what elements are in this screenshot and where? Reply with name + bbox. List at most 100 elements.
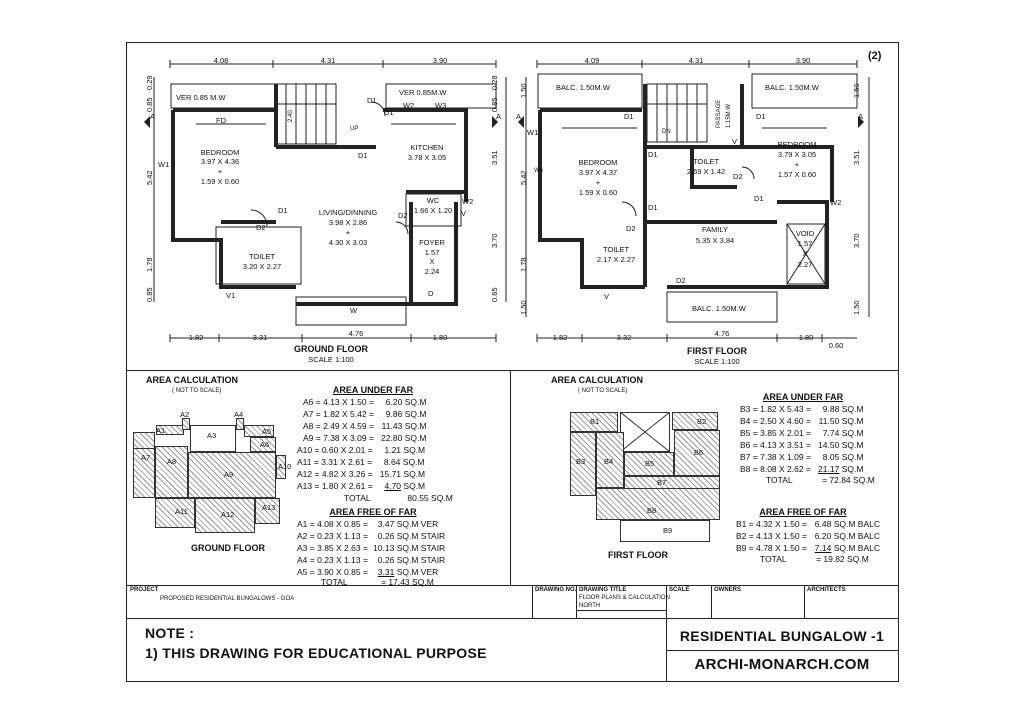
- gf-tag-stair-dim: 2.40: [288, 110, 294, 122]
- tb-north-label: NORTH: [579, 603, 601, 609]
- ff-room-balc-left: BALC. 1.50M.W: [556, 83, 610, 92]
- tb-drawing-title-value: FLOOR PLANS & CALCULATION: [579, 595, 670, 601]
- af-under-row: B8 = 8.08 X 2.62 = 21.17 SQ.M: [740, 464, 864, 474]
- ff-tag-d1-f: D2: [676, 276, 686, 285]
- tb-divider-4: [711, 585, 712, 618]
- sheet-number: (2): [868, 50, 882, 62]
- gf-tag-d2-a: D2: [256, 223, 266, 232]
- tb-divider-5: [804, 585, 805, 618]
- ag-free-total: TOTAL = 17.43 SQ.M: [321, 577, 434, 587]
- ff-bot-dim-1: 1.82: [552, 333, 568, 342]
- gf-tag-a-left: A: [150, 112, 156, 121]
- ag-label-a11: A11: [175, 507, 188, 516]
- ff-bot-dim-5: 0.60: [828, 341, 844, 350]
- ag-label-a4: A4: [234, 410, 244, 419]
- tb-drawing-title-label: DRAWING TITLE: [579, 587, 627, 593]
- gf-top-dim-1: 4.08: [213, 56, 229, 65]
- ground-floor-plan: [144, 60, 507, 342]
- ag-label-a1: A1: [156, 426, 166, 435]
- ff-plan-title: FIRST FLOOR: [687, 346, 747, 356]
- ff-tag-v-a: V: [732, 137, 738, 146]
- ff-left-dim-3: 1.78: [519, 257, 528, 272]
- ag-under-row: A10 = 0.60 X 2.01 = 1.21 SQ.M: [297, 445, 426, 455]
- gf-room-wc-size: 1.66 X 1.20: [413, 206, 453, 215]
- gf-tag-w2-b: W2: [462, 197, 474, 206]
- ag-label-a13: A13: [262, 503, 276, 512]
- af-label-b5: B5: [645, 459, 655, 468]
- gf-right-dim-4: 3.70: [490, 233, 499, 248]
- note-line-1: 1) THIS DRAWING FOR EDUCATIONAL PURPOSE: [145, 645, 487, 661]
- ff-room-passage: PASSAGE: [716, 99, 722, 128]
- gf-top-dim-2: 4.31: [320, 56, 336, 65]
- af-under-row: B5 = 3.85 X 2.01 = 7.74 SQ.M: [740, 428, 864, 438]
- gf-bot-dim-1: 1.82: [188, 333, 204, 342]
- ff-left-dim-2: 5.42: [519, 170, 528, 185]
- ag-under-row: A6 = 4.13 X 1.50 = 6.20 SQ.M: [303, 397, 427, 407]
- gf-bot-dim-3: 4.76: [348, 329, 364, 338]
- ff-room-balc-bottom: BALC. 1.50M.W: [692, 304, 746, 313]
- tb-divider-1: [532, 585, 533, 618]
- af-under-row: B3 = 1.82 X 5.43 = 9.88 SQ.M: [740, 404, 864, 414]
- ag-under-row: A11 = 3.31 X 2.61 = 8.64 SQ.M: [297, 457, 425, 467]
- gf-room-kitchen-size: 3.78 X 3.05: [407, 153, 447, 162]
- ff-tag-v-b: V: [604, 292, 610, 301]
- ag-heading: AREA CALCULATION: [146, 375, 238, 385]
- af-label-b6: B6: [694, 448, 704, 457]
- af-diagram-title: FIRST FLOOR: [608, 550, 668, 560]
- gf-tag-w: W: [350, 306, 358, 315]
- ag-diagram-title: GROUND FLOOR: [191, 543, 265, 553]
- ff-tag-d1-c: D1: [648, 150, 658, 159]
- ag-free-row: A3 = 3.85 X 2.63 = 10.13 SQ.M STAIR: [297, 543, 446, 553]
- gf-room-foyer: FOYER: [419, 238, 445, 247]
- ag-label-a12: A12: [221, 510, 235, 519]
- gf-right-dim-2: 0.85: [490, 97, 499, 112]
- gf-room-wc: WC: [426, 196, 440, 205]
- ff-bot-dim-3: 4.76: [714, 329, 730, 338]
- ag-free-row: A5 = 3.90 X 0.85 = 3.31 SQ.M VER: [297, 567, 439, 577]
- ag-label-a7: A7: [141, 453, 151, 462]
- tb-divider-north: [576, 610, 666, 611]
- gf-right-dim-1: 0.28: [490, 75, 499, 90]
- ag-under-row: A13 = 1.80 X 2.61 = 4.70 SQ.M: [297, 481, 426, 491]
- gf-room-ver-left: VER 0.85 M.W: [176, 93, 226, 102]
- ff-tag-d1-e: D1: [754, 194, 764, 203]
- tb-scale-label: SCALE: [669, 587, 690, 593]
- gf-room-toilet: TOILET: [248, 252, 276, 261]
- gf-bot-dim-4: 1.80: [432, 333, 448, 342]
- ff-room-toilet-mid-size: 2.69 X 1.42: [686, 167, 726, 176]
- ff-tag-a-left: A: [516, 112, 522, 121]
- ff-tag-d2-b: D2: [733, 172, 743, 181]
- ff-tag-dn: DN: [662, 129, 671, 135]
- ff-tag-w1: W1: [527, 128, 539, 137]
- divider-plans: [126, 370, 899, 371]
- gf-room-kitchen: KITCHEN: [410, 143, 444, 152]
- gf-tag-d1-d: D1: [278, 206, 288, 215]
- ff-room-toilet-mid: TOILET: [692, 157, 720, 166]
- ff-plan-scale: SCALE 1:100: [694, 357, 740, 366]
- ff-tag-d1-a: D1: [624, 112, 634, 121]
- af-heading: AREA CALCULATION: [551, 375, 643, 385]
- gf-tag-a-right: A: [496, 112, 502, 121]
- ff-room-bedroom-right-plus: +: [794, 160, 800, 169]
- gf-tag-fd: FD: [216, 116, 226, 125]
- gf-room-foyer-size: 1.57: [424, 248, 440, 257]
- af-under-title: AREA UNDER FAR: [762, 392, 844, 402]
- ag-under-row: A12 = 4.82 X 3.26 = 15.71 SQ.M: [297, 469, 426, 479]
- ff-room-toilet-left-size: 2.17 X 2.27: [596, 255, 636, 264]
- ff-top-dim-3: 3.90: [795, 56, 811, 65]
- tb-owners-label: OWNERS: [714, 587, 741, 593]
- tb-divider-2: [576, 585, 577, 618]
- ff-room-bedroom-left-extra: 1.59 X 0.60: [578, 188, 618, 197]
- gf-plan-scale: SCALE 1:100: [308, 355, 354, 364]
- ff-tag-w4: W4: [534, 168, 543, 174]
- ff-right-dim-2: 3.51: [852, 150, 861, 165]
- ag-free-row: A2 = 0.23 X 1.13 = 0.26 SQ.M STAIR: [297, 531, 446, 541]
- ag-under-row: A9 = 7.38 X 3.09 = 22.80 SQ.M: [303, 433, 427, 443]
- divider-area-mid: [510, 370, 511, 585]
- af-label-b3: B3: [576, 457, 586, 466]
- ff-room-bedroom-left-size: 3.97 X 4.37: [578, 168, 618, 177]
- ff-bot-dim-4: 1.80: [798, 333, 814, 342]
- gf-room-living-size: 3.98 X 2.86: [328, 218, 368, 227]
- ag-label-a8: A8: [167, 457, 177, 466]
- ag-free-row: A4 = 0.23 X 1.13 = 0.26 SQ.M STAIR: [297, 555, 446, 565]
